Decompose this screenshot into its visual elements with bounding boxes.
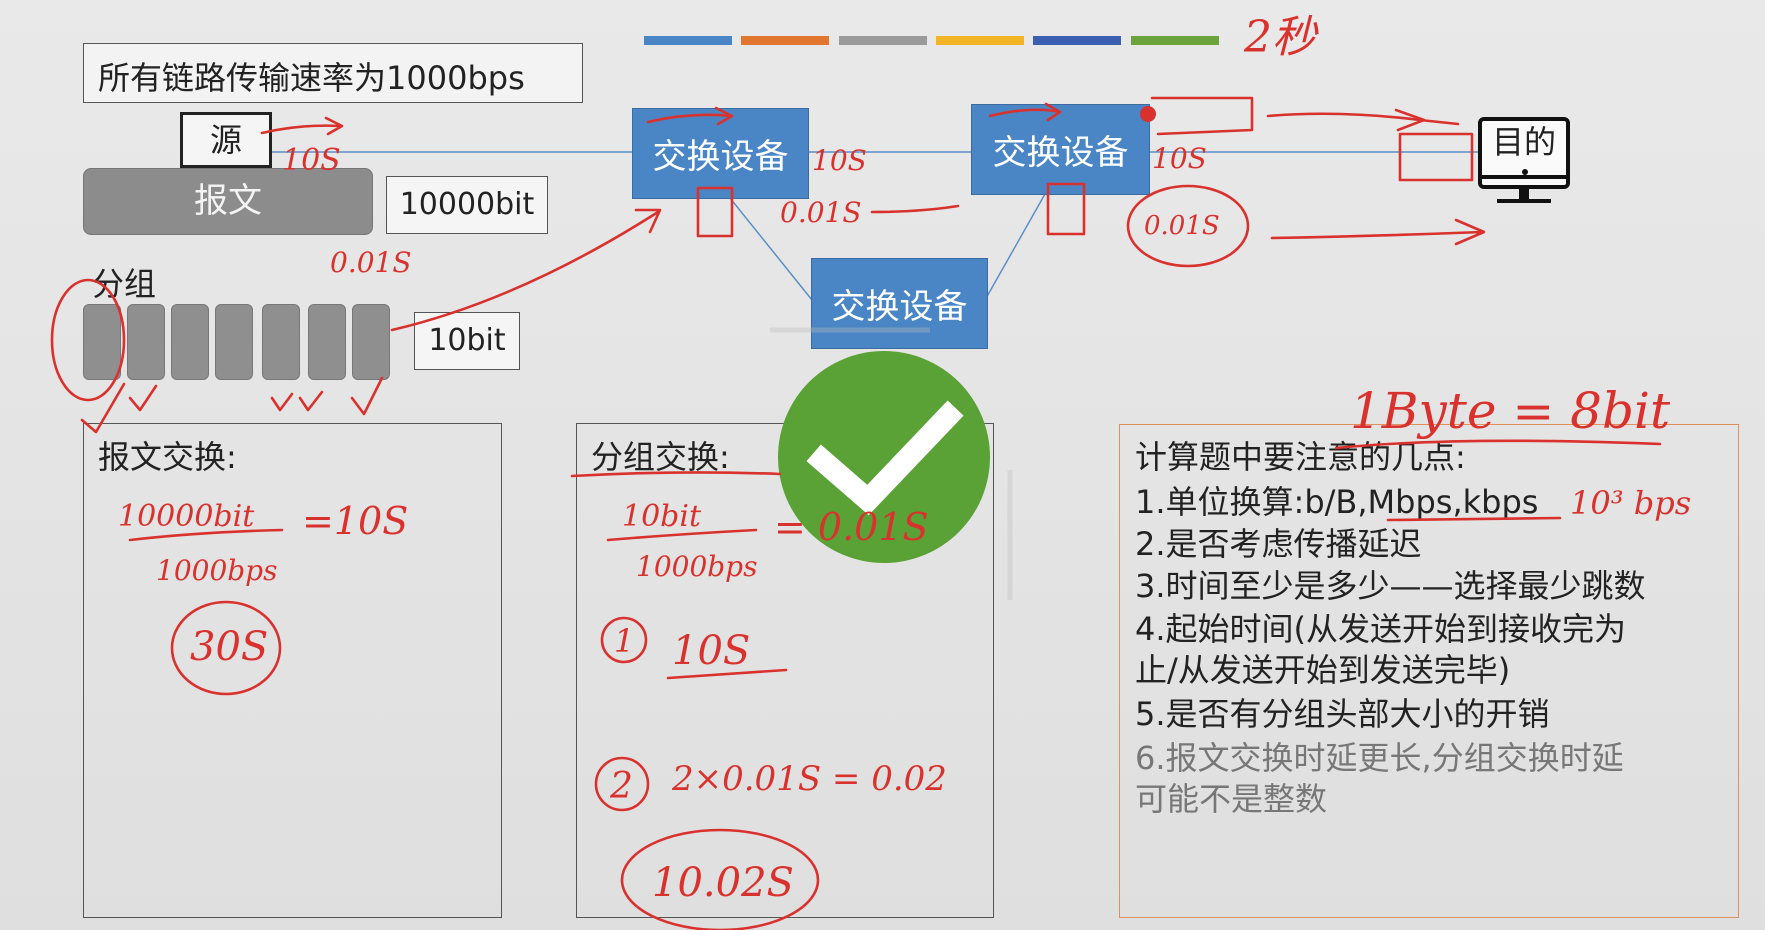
ink-buffer-dest bbox=[1398, 132, 1474, 182]
ink-arrow-sw1-sw2 bbox=[870, 204, 960, 214]
message-size: 10000bit bbox=[399, 187, 535, 222]
tip-item: 6.报文交换时延更长,分组交换时延 bbox=[1135, 739, 1624, 777]
packet-block bbox=[83, 304, 121, 380]
ink-arrow-switch1 bbox=[646, 106, 734, 126]
tip-item: 1.单位换算:b/B,Mbps,kbps bbox=[1135, 483, 1539, 521]
ink-step2-mark: 2 bbox=[609, 766, 633, 807]
tip-item: 可能不是整数 bbox=[1135, 780, 1328, 818]
tip-item: 5.是否有分组头部大小的开销 bbox=[1135, 695, 1550, 733]
ink-underline-pkt-title bbox=[570, 471, 782, 478]
message-switching-title: 报文交换: bbox=[98, 438, 237, 476]
ink-step2-circle bbox=[594, 756, 650, 812]
destination-label: 目的 bbox=[1491, 123, 1556, 161]
ink-check-first bbox=[80, 382, 126, 434]
ink-dot bbox=[1140, 106, 1156, 122]
tips-panel bbox=[1119, 424, 1739, 918]
rate-note: 所有链路传输速率为1000bps bbox=[83, 43, 583, 103]
ink-byte-note: 1Byte = 8bit bbox=[1350, 382, 1671, 440]
ink-arrow-switch2 bbox=[988, 102, 1062, 122]
packet-size: 10bit bbox=[428, 323, 506, 358]
ink-underline-byte bbox=[1334, 439, 1662, 450]
ink-pkt-den: 1000bps bbox=[636, 550, 757, 583]
message-size-box: 10000bit bbox=[386, 176, 548, 234]
ink-pkt-num: 10bit bbox=[622, 499, 702, 534]
tip-item: 4.起始时间(从发送开始到接收完为 bbox=[1135, 610, 1627, 648]
ink-arrow-pkt-sw1 bbox=[390, 208, 662, 332]
tips-title: 计算题中要注意的几点: bbox=[1135, 438, 1466, 476]
colorbar-segment-green bbox=[1131, 36, 1219, 45]
colorbar-segment-gray bbox=[839, 36, 927, 45]
packet-block bbox=[215, 304, 253, 380]
packet-switching-title: 分组交换: bbox=[591, 438, 730, 476]
message-switching-panel: 报文交换: bbox=[83, 423, 502, 918]
ink-src-time: 10S bbox=[282, 143, 341, 178]
ink-checks bbox=[128, 376, 384, 416]
destination: 目的 bbox=[1478, 117, 1570, 203]
ink-pkt-frac-line bbox=[606, 528, 758, 542]
ink-msg-den: 1000bps bbox=[156, 554, 277, 587]
link-switch2-switch3 bbox=[984, 193, 1046, 301]
message-bar: 报文 bbox=[83, 168, 373, 235]
tip-item: 3.时间至少是多少——选择最少跳数 bbox=[1135, 567, 1646, 605]
colorbar-segment-blue bbox=[644, 36, 732, 45]
ink-step1: 10S bbox=[672, 628, 750, 674]
switch-device-2: 交换设备 bbox=[971, 104, 1150, 195]
ink-bracket-top bbox=[1150, 96, 1254, 136]
ink-underline-mbps bbox=[1386, 516, 1562, 522]
ink-circle-msg-total bbox=[170, 600, 282, 696]
ink-arrow-to-dest-top bbox=[1266, 108, 1460, 132]
ink-pkt-time: 0.01S bbox=[330, 246, 412, 279]
ink-step1-circle bbox=[600, 616, 648, 664]
packet-block bbox=[262, 304, 300, 380]
ink-msg-total: 30S bbox=[190, 624, 268, 670]
switch-label: 交换设备 bbox=[992, 133, 1129, 173]
ink-arrow-source bbox=[260, 116, 344, 136]
ink-arrow-to-dest-bottom bbox=[1270, 218, 1486, 246]
ink-step2: 2×0.01S = 0.02 bbox=[671, 759, 947, 799]
ink-circle-sw2-pkt bbox=[1126, 184, 1250, 268]
packet-size-box: 10bit bbox=[414, 312, 520, 370]
colorbar-segment-orange bbox=[741, 36, 829, 45]
rate-note-text: 所有链路传输速率为1000bps bbox=[98, 59, 525, 97]
colorbar-segment-yellow bbox=[936, 36, 1024, 45]
computer-monitor-icon: 目的 bbox=[1478, 117, 1570, 189]
ink-sw2-pkt: 0.01S bbox=[1144, 211, 1220, 241]
message-label: 报文 bbox=[194, 181, 262, 221]
packet-block bbox=[171, 304, 209, 380]
source-box: 源 bbox=[180, 112, 272, 168]
link-switch1-switch3 bbox=[729, 197, 813, 301]
ink-step1-mark: 1 bbox=[614, 622, 634, 660]
packet-block bbox=[308, 304, 346, 380]
ink-sw1-pkt: 0.01S bbox=[780, 196, 862, 229]
checkmark-icon bbox=[806, 400, 964, 516]
tip-item: 2.是否考虑传播延迟 bbox=[1135, 525, 1422, 563]
source-label: 源 bbox=[209, 121, 242, 159]
ink-circle-total bbox=[620, 828, 820, 930]
ink-sw1-time: 10S bbox=[812, 144, 867, 177]
switch-label: 交换设备 bbox=[652, 137, 789, 177]
packet-block bbox=[127, 304, 165, 380]
ink-circle-first-packet bbox=[50, 278, 126, 402]
switch-device-3: 交换设备 bbox=[811, 258, 988, 349]
ink-buffer-switch1 bbox=[696, 186, 734, 238]
ink-buffer-switch2 bbox=[1046, 182, 1086, 236]
ink-pkt-result: = 0.01S bbox=[774, 505, 929, 549]
switch-label: 交换设备 bbox=[831, 287, 968, 327]
ink-msg-num: 10000bit bbox=[118, 499, 255, 534]
ink-total: 10.02S bbox=[652, 860, 794, 906]
colorbar-segment-navy bbox=[1033, 36, 1121, 45]
ink-sw2-time: 10S bbox=[1152, 142, 1207, 175]
ink-underline-step1 bbox=[666, 668, 788, 680]
ink-msg-frac-line bbox=[128, 528, 284, 542]
tip-item: 止/从发送开始到发送完毕) bbox=[1135, 651, 1511, 689]
ink-kbps-note: 10³ bps bbox=[1570, 484, 1691, 522]
ink-msg-result: =10S bbox=[302, 499, 408, 543]
check-circle bbox=[778, 351, 990, 563]
packet-block bbox=[352, 304, 390, 380]
ink-top-right: 2秒 bbox=[1243, 12, 1319, 63]
